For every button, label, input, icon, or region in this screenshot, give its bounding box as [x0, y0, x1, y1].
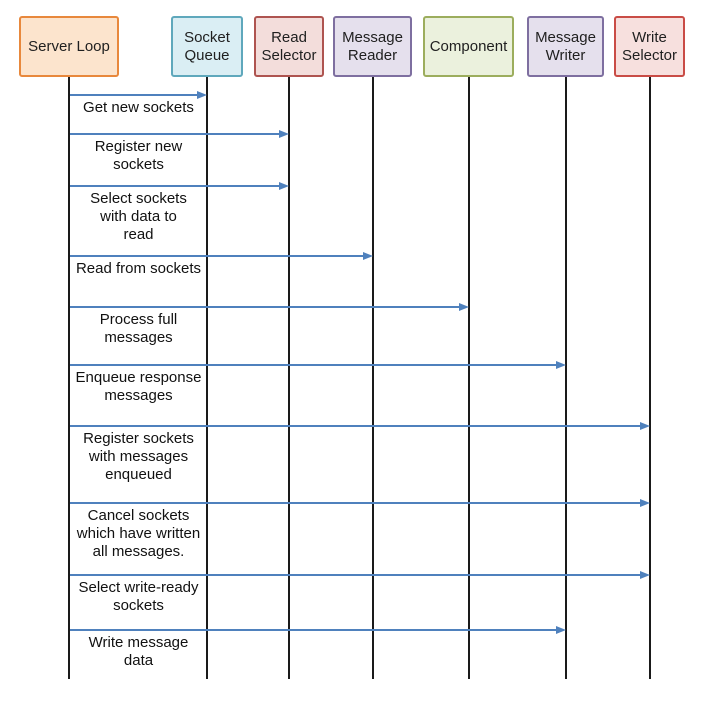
message-label-2: Register new sockets [94, 138, 183, 173]
message-arrowhead-icon-5 [458, 303, 469, 311]
actor-box-socket-queue: Socket Queue [171, 16, 243, 77]
actor-label-message-reader: Message Reader [342, 28, 403, 64]
lifeline-socket-queue [206, 77, 208, 679]
lifeline-read-selector [288, 77, 290, 679]
message-arrowhead-icon-10 [555, 626, 566, 634]
message-label-8: Cancel sockets which have written all me… [76, 507, 201, 560]
actor-label-socket-queue: Socket Queue [184, 28, 230, 64]
message-arrow-line-7 [70, 425, 642, 427]
message-label-4: Read from sockets [75, 260, 202, 277]
actor-box-write-selector: Write Selector [614, 16, 685, 77]
message-arrowhead-icon-3 [279, 182, 289, 190]
message-arrowhead-icon-4 [362, 252, 373, 260]
message-arrow-line-5 [70, 306, 461, 308]
message-arrow-line-10 [70, 629, 558, 631]
actor-box-server-loop: Server Loop [19, 16, 119, 77]
message-label-3: Select sockets with data to read [90, 190, 187, 243]
lifeline-message-reader [371, 77, 374, 679]
message-label-6: Enqueue response messages [75, 369, 202, 404]
message-arrow-line-1 [70, 94, 199, 96]
actor-label-write-selector: Write Selector [621, 28, 678, 64]
message-arrow-line-9 [70, 574, 642, 576]
lifeline-message-writer [564, 77, 567, 679]
lifeline-server-loop [68, 77, 70, 679]
message-label-1: Get new sockets [83, 99, 194, 116]
message-arrow-line-3 [70, 185, 281, 187]
message-label-9: Select write-ready sockets [78, 579, 199, 614]
actor-label-server-loop: Server Loop [28, 37, 110, 55]
message-arrow-line-2 [70, 133, 281, 135]
actor-box-component: Component [423, 16, 514, 77]
actor-box-message-writer: Message Writer [527, 16, 604, 77]
message-arrowhead-icon-7 [639, 422, 650, 430]
actor-box-read-selector: Read Selector [254, 16, 324, 77]
actor-box-message-reader: Message Reader [333, 16, 412, 77]
message-label-7: Register sockets with messages enqueued [83, 430, 194, 483]
message-arrowhead-icon-9 [639, 571, 650, 579]
message-arrowhead-icon-6 [555, 361, 566, 369]
message-arrowhead-icon-1 [197, 91, 207, 99]
message-label-5: Process full messages [99, 311, 178, 346]
message-arrow-line-8 [70, 502, 642, 504]
message-arrow-line-6 [70, 364, 558, 366]
actor-label-component: Component [429, 37, 508, 55]
message-arrowhead-icon-8 [639, 499, 650, 507]
actor-label-read-selector: Read Selector [261, 28, 317, 64]
lifeline-write-selector [648, 77, 651, 679]
message-arrowhead-icon-2 [279, 130, 289, 138]
lifeline-component [467, 77, 470, 679]
actor-label-message-writer: Message Writer [535, 28, 596, 64]
message-arrow-line-4 [70, 255, 365, 257]
message-label-10: Write message data [88, 634, 189, 669]
